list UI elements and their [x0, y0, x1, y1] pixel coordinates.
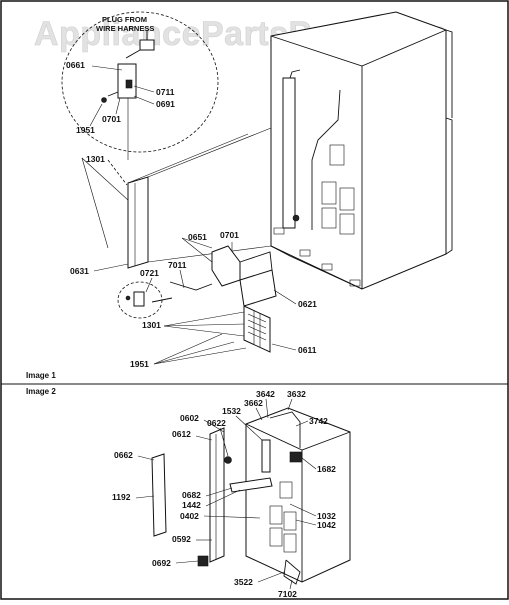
side-panel-assembly: [107, 127, 272, 269]
label-0701-main: 0701: [220, 230, 239, 240]
side-panel-image2: [151, 427, 273, 567]
label-0592: 0592: [172, 534, 191, 544]
label-0402: 0402: [180, 511, 199, 521]
label-0701-inset: 0701: [102, 114, 121, 124]
label-1951-bottom: 1951: [130, 359, 149, 369]
inset-plug-line1: PLUG FROM: [102, 15, 147, 24]
grille-part: [243, 305, 271, 353]
label-1951-inset: 1951: [76, 125, 95, 135]
label-7011: 7011: [168, 260, 187, 270]
label-0691: 0691: [156, 99, 175, 109]
detail-circle-small: [117, 281, 163, 319]
label-1301-bottom: 1301: [142, 320, 161, 330]
label-0692: 0692: [152, 558, 171, 568]
refrigerator-body-image1: [270, 11, 453, 290]
label-0661-inset: 0661: [66, 60, 85, 70]
label-1032: 1032: [317, 511, 336, 521]
label-0631: 0631: [70, 266, 89, 276]
inset-detail: PLUG FROM WIRE HARNESS: [61, 11, 219, 160]
label-0662: 0662: [114, 450, 133, 460]
control-box: [151, 245, 277, 307]
label-1042: 1042: [317, 520, 336, 530]
panel-label-image2: Image 2: [26, 387, 56, 396]
panel-label-image1: Image 1: [26, 371, 56, 380]
label-0651: 0651: [188, 232, 207, 242]
label-0612: 0612: [172, 429, 191, 439]
label-1301-top: 1301: [86, 154, 105, 164]
label-0622: 0622: [207, 418, 226, 428]
label-7102: 7102: [278, 589, 297, 599]
label-1532: 1532: [222, 406, 241, 416]
label-1682: 1682: [317, 464, 336, 474]
label-0621: 0621: [298, 299, 317, 309]
label-0611: 0611: [298, 345, 317, 355]
label-0682: 0682: [182, 490, 201, 500]
label-3742: 3742: [309, 416, 328, 426]
label-0711-inset: 0711: [156, 87, 175, 97]
label-3522: 3522: [234, 577, 253, 587]
label-1192: 1192: [112, 492, 131, 502]
label-3662: 3662: [244, 398, 263, 408]
refrigerator-body-image2: [245, 407, 351, 585]
label-3632: 3632: [287, 389, 306, 399]
label-3642: 3642: [256, 389, 275, 399]
label-0602: 0602: [180, 413, 199, 423]
inset-plug-line2: WIRE HARNESS: [96, 24, 154, 33]
label-1442: 1442: [182, 500, 201, 510]
label-0721: 0721: [140, 268, 159, 278]
